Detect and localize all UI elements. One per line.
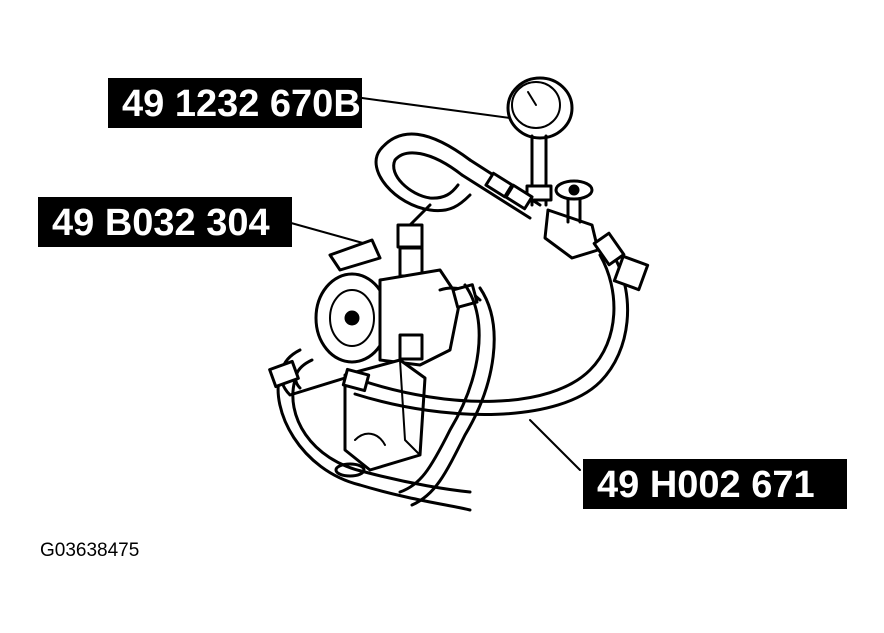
valve-stem	[566, 198, 582, 224]
callout-adapter-part-number: 49 B032 304	[38, 197, 292, 247]
pump-outlet	[398, 333, 424, 361]
valve-handle-hub	[568, 184, 580, 196]
power-steering-pump	[314, 268, 482, 367]
adapter-fitting	[328, 203, 432, 278]
test-hose	[341, 231, 650, 416]
leader-hose	[529, 419, 581, 471]
leader-gauge	[361, 97, 511, 119]
figure-id: G03638475	[40, 540, 140, 561]
return-lines	[268, 283, 496, 512]
shutoff-valve	[543, 179, 600, 260]
gauge-needle	[527, 91, 537, 106]
valve-body	[543, 208, 600, 260]
upper-hose	[374, 132, 542, 220]
callout-gauge-part-number: 49 1232 670B	[108, 78, 362, 128]
callout-hose-part-number: 49 H002 671	[583, 459, 847, 509]
